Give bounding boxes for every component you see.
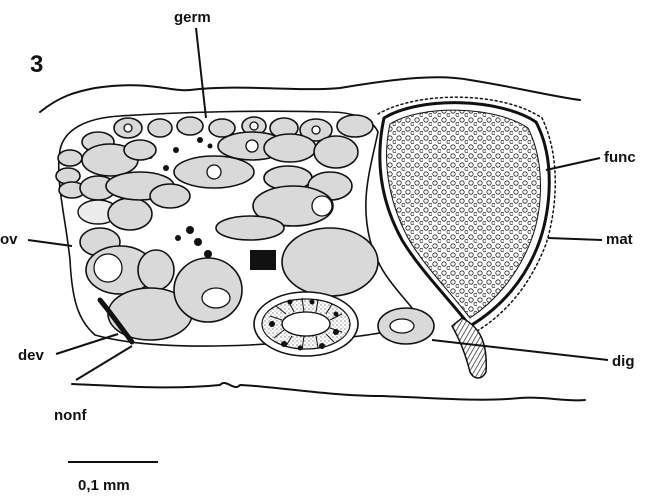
label-dig: dig bbox=[612, 353, 635, 370]
label-nonf: nonf bbox=[54, 407, 87, 424]
label-ov: ov bbox=[0, 231, 18, 248]
label-dev: dev bbox=[18, 347, 45, 364]
label-func: func bbox=[604, 149, 636, 166]
ov-leader bbox=[28, 240, 72, 246]
dig-leader bbox=[432, 340, 608, 360]
func-leader bbox=[546, 158, 600, 170]
label-mat: mat bbox=[606, 231, 633, 248]
germ-leader bbox=[196, 28, 206, 118]
adjacent-cell-nucleus bbox=[390, 319, 414, 333]
label-germ: germ bbox=[174, 9, 211, 26]
nonf-leader bbox=[76, 346, 132, 380]
digestive-tube bbox=[254, 292, 358, 356]
dev-leader bbox=[56, 334, 118, 354]
figure-number: 3 bbox=[30, 51, 43, 78]
body-wall-bottom bbox=[72, 383, 585, 400]
scale-bar-label: 0,1 mm bbox=[78, 477, 130, 494]
egg-stalk bbox=[452, 318, 486, 378]
mat-leader bbox=[548, 238, 602, 240]
